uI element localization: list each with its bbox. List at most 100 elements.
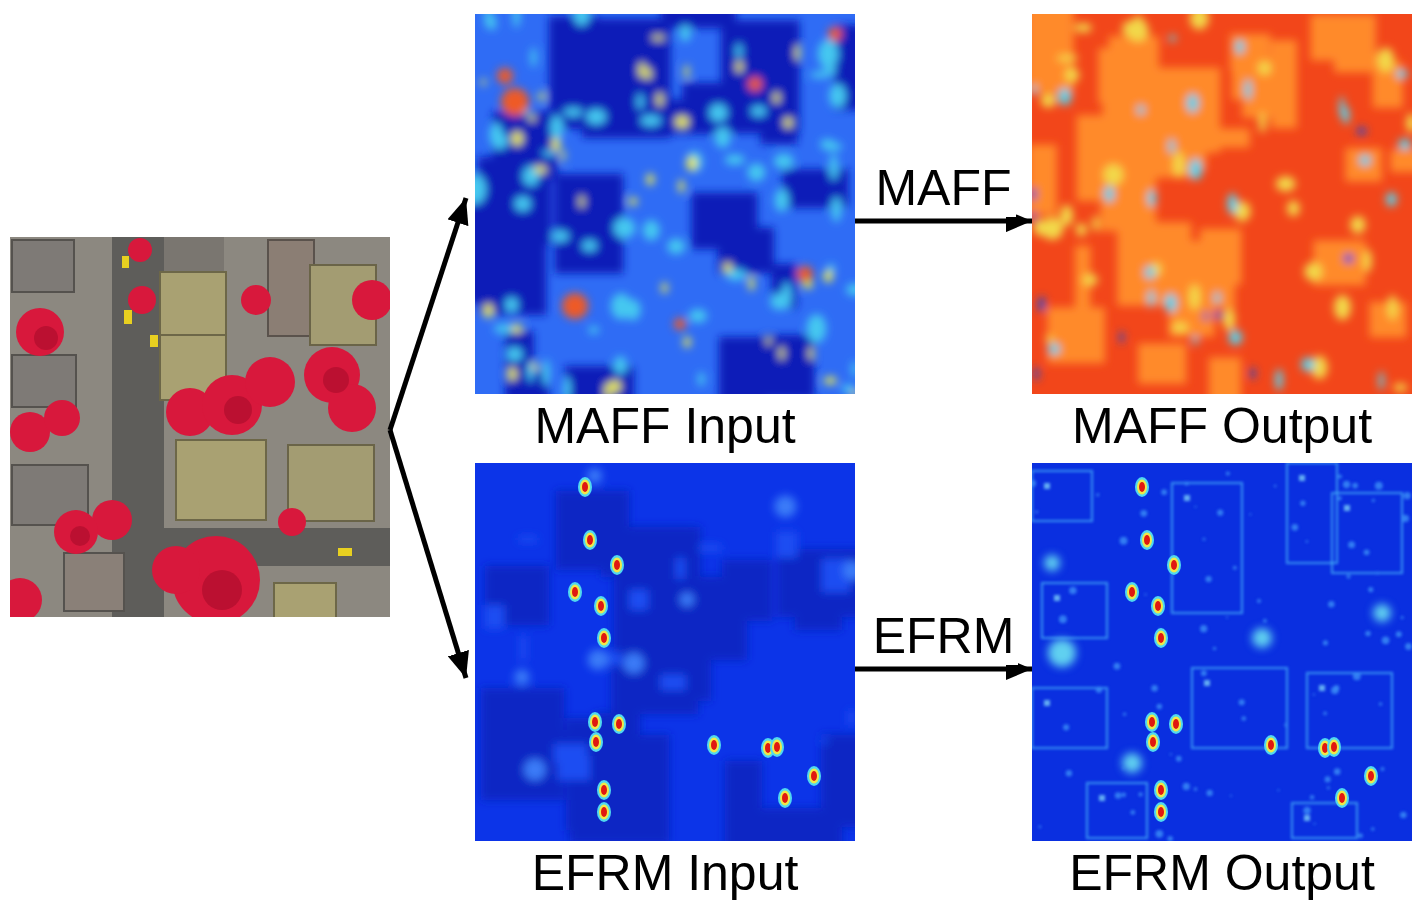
heatmap-panel: EFRM Input	[475, 463, 855, 903]
heatmap-shape	[1345, 148, 1382, 182]
activation-dot	[593, 737, 599, 747]
heatmap-shape	[1138, 343, 1186, 383]
heatmap-shape	[1344, 505, 1350, 511]
heatmap-shape	[848, 711, 855, 726]
heatmap-shape	[1287, 463, 1337, 563]
heatmap-shape	[820, 139, 835, 148]
heatmap-shape	[1276, 176, 1296, 191]
activation-dot	[590, 715, 600, 730]
heatmap-shape	[851, 360, 855, 377]
heatmap-shape	[1058, 88, 1072, 105]
activation-dot	[1169, 558, 1179, 573]
heatmap-shape	[1284, 723, 1287, 726]
activation-dot	[1125, 582, 1139, 602]
activation-dot	[589, 732, 603, 752]
heatmap-shape	[1337, 496, 1341, 500]
heatmap-shape	[1122, 753, 1142, 773]
heatmap-shape	[1076, 223, 1087, 236]
heatmap-shape	[507, 347, 523, 361]
heatmap-shape	[1307, 673, 1392, 748]
heatmap-shape	[1190, 14, 1209, 30]
heatmap-shape	[1121, 793, 1126, 798]
heatmap-shape	[1137, 105, 1145, 114]
heatmap-shape	[1292, 803, 1357, 838]
heatmap-shape	[1291, 524, 1298, 531]
heatmap-shape	[686, 151, 703, 172]
activation-dot	[591, 735, 601, 750]
heatmap-shape	[563, 377, 570, 394]
activation-dot	[1146, 732, 1160, 752]
heatmap-shape	[1217, 510, 1223, 516]
heatmap-shape	[1381, 767, 1385, 771]
heatmap-shape	[1214, 312, 1223, 319]
heatmap-shape	[591, 367, 634, 394]
heatmap-shape	[531, 364, 538, 370]
panel-caption: MAFF Output	[1032, 398, 1412, 456]
heatmap-shape	[1301, 358, 1314, 372]
heatmap-shape	[511, 132, 523, 146]
heatmap-shape	[484, 14, 491, 29]
heatmap-shape	[588, 649, 609, 670]
heatmap-shape	[1046, 335, 1053, 342]
activation-dot	[709, 738, 719, 753]
heatmap-shape	[1205, 576, 1211, 582]
heatmap-shape	[821, 738, 828, 743]
heatmap-shape	[1204, 680, 1210, 686]
activation-dot	[614, 560, 620, 570]
activation-dot	[1368, 771, 1374, 781]
heatmap-shape	[1130, 810, 1135, 815]
heatmap-shape	[782, 169, 834, 207]
heatmap-shape	[646, 174, 654, 186]
heatmap-shape	[1239, 699, 1245, 705]
heatmap-shape	[1303, 807, 1311, 815]
heatmap-shape	[782, 282, 791, 309]
heatmap-shape	[715, 127, 731, 148]
heatmap-shape	[1123, 713, 1126, 716]
heatmap-shape	[809, 347, 814, 360]
activation-dot	[809, 769, 819, 784]
activation-dot	[1151, 596, 1165, 616]
heatmap-shape	[609, 380, 621, 393]
heatmap-shape	[1138, 792, 1142, 796]
heatmap-shape	[555, 174, 624, 274]
heatmap-shape	[667, 576, 747, 660]
heatmap-shape	[774, 189, 788, 212]
heatmap-shape	[586, 109, 606, 125]
heatmap-shape	[1044, 555, 1060, 571]
heatmap-shape	[645, 68, 651, 80]
heatmap-shape	[676, 558, 685, 579]
heatmap-shape	[489, 123, 503, 146]
flow-arrow	[855, 667, 1032, 672]
heatmap-field	[1032, 14, 1412, 394]
heatmap-panel: EFRM Output	[1032, 463, 1412, 903]
activation-dot	[597, 628, 611, 648]
heatmap-shape	[1145, 266, 1155, 279]
heatmap-shape	[1375, 482, 1383, 490]
heatmap-shape	[1372, 499, 1375, 502]
heatmap-shape	[698, 372, 705, 386]
activation-dot	[1153, 599, 1163, 614]
heatmap-shape	[751, 106, 767, 117]
heatmap-shape	[1352, 483, 1358, 489]
heatmap-shape	[1144, 593, 1146, 595]
heatmap-shape	[823, 377, 837, 385]
activation-dot	[1158, 633, 1164, 643]
heatmap-shape	[656, 92, 662, 106]
activation-dot	[592, 717, 598, 727]
edge-label: EFRM	[869, 608, 1019, 666]
heatmap-shape	[1382, 636, 1390, 644]
heatmap-shape	[1343, 481, 1350, 488]
panel-caption: MAFF Input	[475, 398, 855, 456]
heatmap-shape	[629, 197, 637, 205]
activation-dot	[1339, 793, 1345, 803]
heatmap-shape	[1252, 628, 1272, 648]
heatmap-shape	[1185, 482, 1189, 486]
heatmap-shape	[520, 636, 526, 661]
heatmap-shape	[1350, 216, 1366, 233]
heatmap-shape	[1104, 186, 1114, 202]
heatmap-field	[481, 468, 855, 841]
heatmap-shape	[810, 71, 831, 78]
heatmap-shape	[1122, 21, 1138, 37]
heatmap-shape	[1087, 783, 1147, 838]
heatmap-shape	[1331, 687, 1339, 695]
